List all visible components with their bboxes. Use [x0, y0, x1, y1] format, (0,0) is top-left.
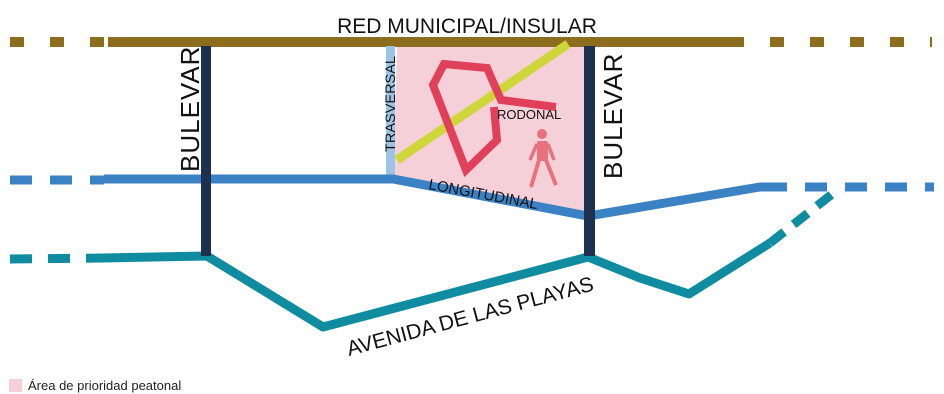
avenida-road: [9, 187, 839, 332]
legend-swatch: [9, 378, 22, 392]
bulevar-left-label: BULEVAR: [175, 46, 205, 172]
left-boulevard: [201, 46, 211, 256]
bulevar-right-label: BULEVAR: [598, 53, 628, 179]
legend: Área de prioridad peatonal: [9, 377, 182, 393]
rodonal-route: [428, 59, 557, 178]
pedestrian-priority-area: [393, 46, 588, 213]
municipal-label: RED MUNICIPAL/INSULAR: [337, 15, 597, 38]
rodonal-label: RODONAL: [497, 107, 561, 122]
diagonal-link: [394, 40, 571, 164]
pedestrian-icon: [528, 129, 558, 188]
trasversal-label: TRASVERSAL: [382, 56, 398, 152]
legend-label: Área de prioridad peatonal: [28, 377, 182, 393]
right-boulevard: [584, 46, 595, 256]
trasversal-road: [386, 46, 395, 176]
